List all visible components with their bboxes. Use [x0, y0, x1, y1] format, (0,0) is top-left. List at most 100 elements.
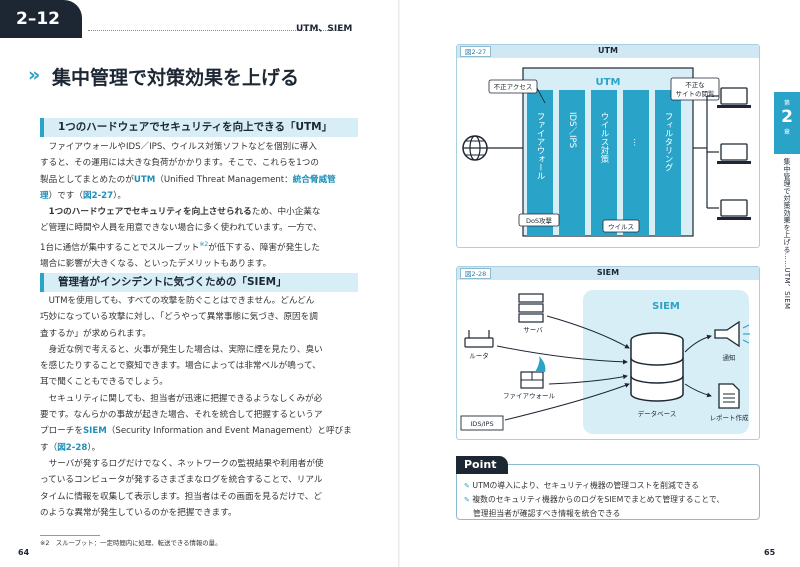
header-topic: UTM、SIEM	[296, 24, 353, 34]
text-line: を感じたりすることで察知できます。場合によっては非常ベルが鳴って、	[40, 361, 321, 372]
text-span: ）。	[113, 190, 126, 201]
column-label: IDS／IPS	[567, 112, 577, 148]
ids-ips-box	[460, 415, 504, 431]
laptop-icon	[717, 143, 751, 164]
log-arrows	[496, 315, 630, 421]
column-label: ファイアウォール	[535, 112, 545, 180]
column-firewall	[527, 90, 553, 236]
text-line: タイムに情報を収集して表示します。担当者はその画面を見るだけで、ど	[40, 491, 322, 502]
term-utm-jp-end: 理	[40, 190, 49, 201]
callout-box	[488, 79, 538, 94]
text-line: プローチをSIEM（Security Information and Event…	[40, 423, 358, 439]
figure-title: SIEM	[596, 268, 620, 277]
database-icon	[630, 332, 684, 402]
section-number: 2–12	[0, 0, 82, 38]
utm-box-label: UTM	[596, 77, 621, 88]
term-utm-jp: 統合脅威管	[292, 174, 336, 185]
page-number-left: 64	[18, 548, 30, 557]
footnote-mark[interactable]: ※2	[199, 240, 209, 248]
label-server: サーバ	[523, 326, 543, 334]
page-title: 集中管理で対策効果を上げる	[52, 67, 300, 89]
text-line: ど管理に時間や人員を用意できない場合に多く使われています。一方で、	[40, 223, 322, 234]
document-icon	[718, 383, 740, 409]
text-line: 巧妙になっている攻撃に対し、「どうやって異常事態に気づき、原因を調	[40, 312, 318, 323]
text-line: ファイアウォールやIDS／IPS、ウイルス対策ソフトなどを個別に導入	[48, 142, 317, 152]
text-line: サーバが発するログだけでなく、ネットワークの監視結果や利用者が使	[48, 458, 324, 469]
text-span: が低下する、障害が発生した	[208, 242, 320, 253]
figure-title: UTM	[598, 46, 618, 55]
page-number-right: 65	[764, 548, 776, 557]
point-item-text: 複数のセキュリティ機器からのログをSIEMでまとめて管理することで、	[472, 495, 725, 504]
network-lines	[693, 95, 719, 209]
text-span: プローチを	[40, 426, 83, 437]
text-line: のような異常が発生しているのかを把握できます。	[40, 507, 237, 518]
chapter-tab-suffix: 章	[783, 129, 790, 136]
laptop-icon	[717, 199, 751, 220]
term-utm: UTM	[133, 174, 156, 185]
firewall-icon	[520, 356, 546, 389]
callout-pointer	[536, 87, 546, 104]
chapter-number: 2	[781, 107, 793, 127]
callout-box	[518, 213, 560, 227]
point-item-text: UTMの導入により、セキュリティ機器の管理コストを削減できる	[472, 481, 699, 490]
callout-dos: DoS攻撃	[526, 216, 553, 225]
paragraph-siem-intro: UTMを使用しても、すべての攻撃を防ぐことはできません。どんどん 巧妙になってい…	[40, 293, 358, 521]
text-span: （Unified Threat Management：	[155, 174, 293, 185]
point-item-continuation: 管理担当者が確認すべき情報を統合できる	[473, 509, 621, 518]
label-report: レポート作成	[710, 413, 750, 422]
text-line: 製品としてまとめたのがUTM（Unified Threat Management…	[40, 172, 358, 188]
text-span: 1台に通信が集中することでスループット	[40, 242, 200, 253]
right-page: 図2-27 UTM UTM	[400, 0, 800, 567]
figure-header: 図2-27 UTM	[457, 45, 759, 58]
text-line: すると、その運用には大きな負荷がかかります。そこで、これらを1つの	[40, 158, 319, 169]
term-siem: SIEM	[82, 426, 107, 437]
text-line: 要です。なんらかの事故が起きた場合、それを統合して把握するというア	[40, 410, 323, 421]
bold-text: 1つのハードウェアでセキュリティを向上させられる	[48, 207, 252, 217]
pencil-icon: ✎	[464, 496, 470, 504]
column-labels: ファイアウォール IDS／IPS ウイルス対策 … フィルタリング	[535, 112, 673, 180]
text-line: っているコンピュータが発するさまざまなログを統合することで、リアル	[40, 475, 323, 486]
text-line: 身近な例で考えると、火事が発生した場合は、実際に煙を見たり、臭い	[48, 344, 323, 355]
text-line: す（図2-28）。	[40, 440, 358, 456]
text-line: 1つのハードウェアでセキュリティを向上させられるため、中小企業な	[40, 204, 358, 220]
text-span: ）です（	[48, 190, 83, 201]
router-icon	[464, 330, 494, 348]
callout-unauthorized-access: 不正アクセス	[494, 83, 533, 91]
text-span: ）。	[87, 442, 101, 453]
laptop-icon	[717, 87, 751, 108]
column-ids-ips	[559, 90, 585, 236]
point-tag: Point	[456, 456, 508, 474]
figure-ref-link[interactable]: 図2-28	[57, 442, 88, 453]
figure-number: 図2-28	[460, 268, 492, 279]
figure-utm: 図2-27 UTM UTM	[456, 44, 760, 248]
callout-virus: ウイルス	[608, 223, 634, 231]
chapter-tab[interactable]: 第 2 章	[774, 92, 800, 154]
point-item: ✎ UTMの導入により、セキュリティ機器の管理コストを削減できる	[464, 479, 754, 493]
column-label: ウイルス対策	[599, 112, 609, 164]
figure-ref-link[interactable]: 図2-27	[83, 190, 114, 201]
left-page: 2–12 UTM、SIEM » 集中管理で対策効果を上げる 1つのハードウェアで…	[0, 0, 400, 567]
utm-diagram: UTM ファイアウォール IDS／IPS ウイルス対策 … フィルタリング 不正…	[462, 67, 751, 237]
column-filtering	[655, 90, 681, 236]
label-ids-ips: IDS/IPS	[470, 420, 493, 428]
column-label: …	[631, 138, 641, 147]
text-line: 1台に通信が集中することでスループット※2が低下する、障害が発生した	[40, 237, 358, 256]
column-other	[623, 90, 649, 236]
figure-header: 図2-28 SIEM	[457, 267, 759, 280]
label-router: ルータ	[469, 351, 489, 360]
subheading-utm: 1つのハードウェアでセキュリティを向上できる「UTM」	[40, 118, 358, 137]
text-line: セキュリティに関しても、担当者が迅速に把握できるようなしくみが必	[48, 393, 323, 404]
callout-bad-site-line2: サイトの閲覧	[676, 89, 716, 98]
output-arrows	[684, 334, 712, 398]
globe-icon	[462, 135, 488, 161]
callout-bad-site-line1: 不正な	[685, 81, 705, 89]
footnote: ※2 スループット：一定時間内に処理、転送できる情報の量。	[40, 539, 222, 547]
siem-diagram: SIEM サーバ ルータ ファイアウォール	[460, 290, 750, 434]
text-line: UTMを使用しても、すべての攻撃を防ぐことはできません。どんどん	[48, 296, 315, 306]
server-icon	[518, 293, 544, 323]
paragraph-utm-merits: 1つのハードウェアでセキュリティを向上させられるため、中小企業な ど管理に時間や…	[40, 204, 358, 272]
paragraph-utm-intro: ファイアウォールやIDS／IPS、ウイルス対策ソフトなどを個別に導入 すると、そ…	[40, 139, 358, 204]
text-span: ため、中小企業な	[251, 207, 321, 217]
column-antivirus	[591, 90, 617, 236]
utm-columns	[527, 90, 681, 236]
